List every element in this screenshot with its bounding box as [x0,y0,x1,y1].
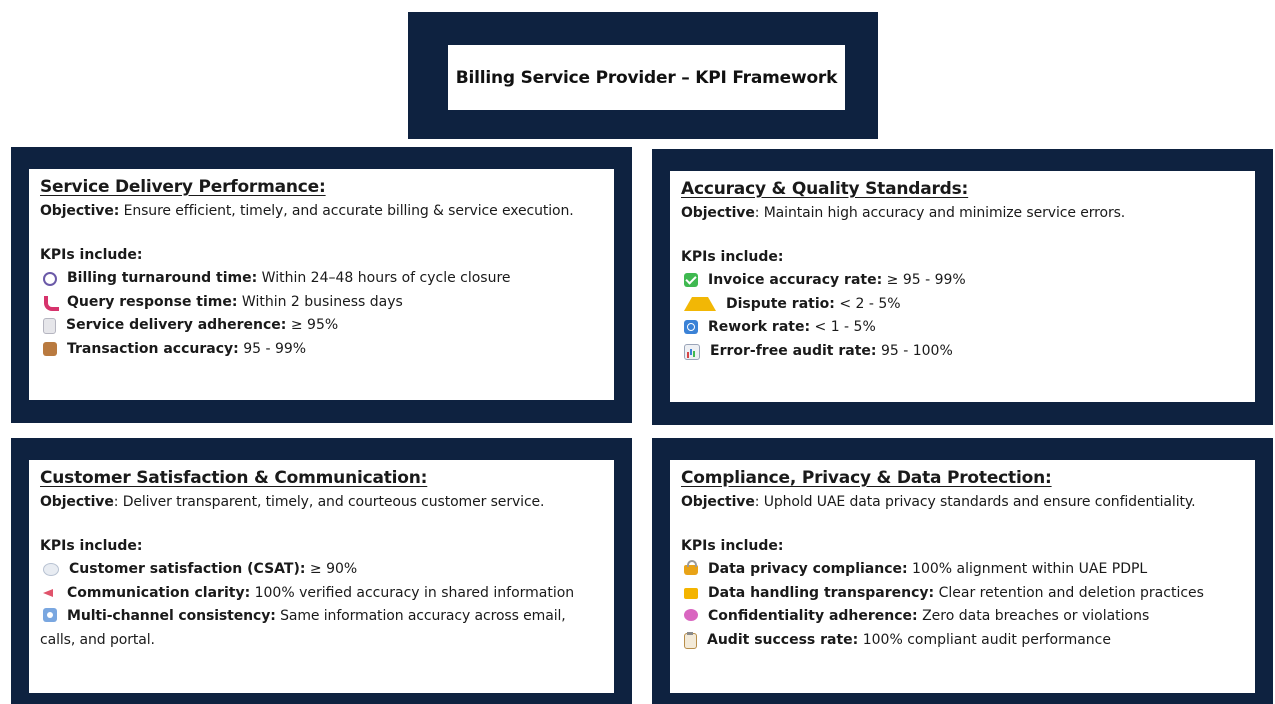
objective-label: Objective [681,205,755,221]
kpi-item: Rework rate: < 1 - 5% [681,316,1255,340]
kpi-label: Query response time: [67,293,238,310]
page-title: Billing Service Provider – KPI Framework [455,67,838,88]
title-box: Billing Service Provider – KPI Framework [448,45,845,110]
kpi-item: Transaction accuracy: 95 - 99% [40,338,614,362]
kpi-item: Service delivery adherence: ≥ 95% [40,314,614,338]
section-title: Compliance, Privacy & Data Protection: [681,468,1052,488]
section-accuracy-quality: Accuracy & Quality Standards: Objective:… [652,149,1273,425]
kpi-item: Dispute ratio: < 2 - 5% [681,293,1255,317]
kpi-item: Audit success rate: 100% compliant audit… [681,629,1255,653]
kpi-value: 95 - 99% [238,340,307,357]
repeat-icon [684,320,698,334]
stopwatch-icon [43,272,57,286]
objective-text: : Maintain high accuracy and minimize se… [754,205,1126,221]
kpi-value: Zero data breaches or violations [917,608,1150,624]
section-title: Service Delivery Performance: [40,177,326,197]
megaphone-icon [43,586,57,600]
objective-label: Objective [40,494,114,510]
kpi-value: 100% verified accuracy in shared informa… [250,584,575,601]
clipboard-icon [684,631,697,649]
objective-text: Ensure efficient, timely, and accurate b… [119,203,574,219]
objective-line: Objective: Ensure efficient, timely, and… [40,200,614,224]
warning-icon [684,296,716,311]
kpi-item: Query response time: Within 2 business d… [40,291,614,315]
kpi-label: Service delivery adherence: [66,317,287,333]
kpi-label: Multi-channel consistency: [67,608,276,624]
kpi-label: Billing turnaround time: [67,270,258,286]
kpi-item: Communication clarity: 100% verified acc… [40,582,614,606]
kpi-value: ≥ 90% [305,561,358,577]
section-service-delivery: Service Delivery Performance: Objective:… [11,147,632,423]
objective-line: Objective: Maintain high accuracy and mi… [681,202,1255,226]
kpi-value: Within 24–48 hours of cycle closure [257,270,511,286]
objective-text: : Deliver transparent, timely, and court… [113,494,545,510]
section-card: Customer Satisfaction & Communication: O… [29,460,614,693]
kpi-item: Data handling transparency: Clear retent… [681,582,1255,606]
kpis-heading: KPIs include: [40,537,143,554]
kpi-item: Billing turnaround time: Within 24–48 ho… [40,267,614,291]
kpi-value: Same information accuracy across email, … [40,608,566,648]
section-title: Customer Satisfaction & Communication: [40,468,428,488]
lock-icon [684,560,698,575]
package-icon [43,341,57,356]
kpi-item: Customer satisfaction (CSAT): ≥ 90% [40,558,614,582]
objective-line: Objective: Uphold UAE data privacy stand… [681,491,1255,515]
phone-icon [43,295,59,311]
kpi-label: Communication clarity: [67,584,251,601]
screen-icon [43,608,57,622]
kpi-label: Rework rate: [708,319,811,335]
kpi-item: Data privacy compliance: 100% alignment … [681,558,1255,582]
kpi-value: 100% alignment within UAE PDPL [907,561,1148,577]
kpi-value: < 1 - 5% [810,319,876,335]
kpi-value: ≥ 95 - 99% [882,272,966,288]
section-customer-satisfaction: Customer Satisfaction & Communication: O… [11,438,632,704]
section-title: Accuracy & Quality Standards: [681,179,969,199]
kpi-value: < 2 - 5% [834,295,901,312]
folder-icon [684,587,698,599]
objective-label: Objective [681,494,755,510]
objective-label: Objective: [40,203,120,219]
speech-bubble-icon [43,563,59,576]
kpi-label: Confidentiality adherence: [708,608,918,624]
kpi-item: Multi-channel consistency: Same informat… [40,605,600,652]
objective-line: Objective: Deliver transparent, timely, … [40,491,614,515]
objective-text: : Uphold UAE data privacy standards and … [754,494,1196,510]
kpi-item: Error-free audit rate: 95 - 100% [681,340,1255,364]
kpi-item: Confidentiality adherence: Zero data bre… [681,605,1255,629]
kpi-label: Transaction accuracy: [67,340,239,357]
document-icon [43,318,56,334]
bar-chart-icon [684,343,700,360]
kpi-value: Clear retention and deletion practices [934,584,1204,601]
kpi-value: 95 - 100% [876,342,953,359]
section-card: Compliance, Privacy & Data Protection: O… [670,460,1255,693]
kpis-heading: KPIs include: [681,248,784,265]
kpi-label: Customer satisfaction (CSAT): [69,561,306,577]
kpi-value: 100% compliant audit performance [858,631,1111,648]
section-card: Service Delivery Performance: Objective:… [29,169,614,400]
kpi-value: ≥ 95% [286,317,339,333]
kpi-item: Invoice accuracy rate: ≥ 95 - 99% [681,269,1255,293]
kpis-heading: KPIs include: [40,246,143,263]
section-card: Accuracy & Quality Standards: Objective:… [670,171,1255,402]
kpi-label: Dispute ratio: [726,295,835,312]
section-compliance-privacy: Compliance, Privacy & Data Protection: O… [652,438,1273,704]
kpi-label: Data privacy compliance: [708,561,908,577]
kpi-label: Invoice accuracy rate: [708,272,883,288]
check-icon [684,273,698,287]
title-frame: Billing Service Provider – KPI Framework [408,12,878,139]
kpi-label: Data handling transparency: [708,584,935,601]
kpi-label: Audit success rate: [707,631,859,648]
kpi-value: Within 2 business days [237,293,403,310]
kpis-heading: KPIs include: [681,537,784,554]
kpi-label: Error-free audit rate: [710,342,877,359]
speech-bubble-icon [684,609,698,621]
